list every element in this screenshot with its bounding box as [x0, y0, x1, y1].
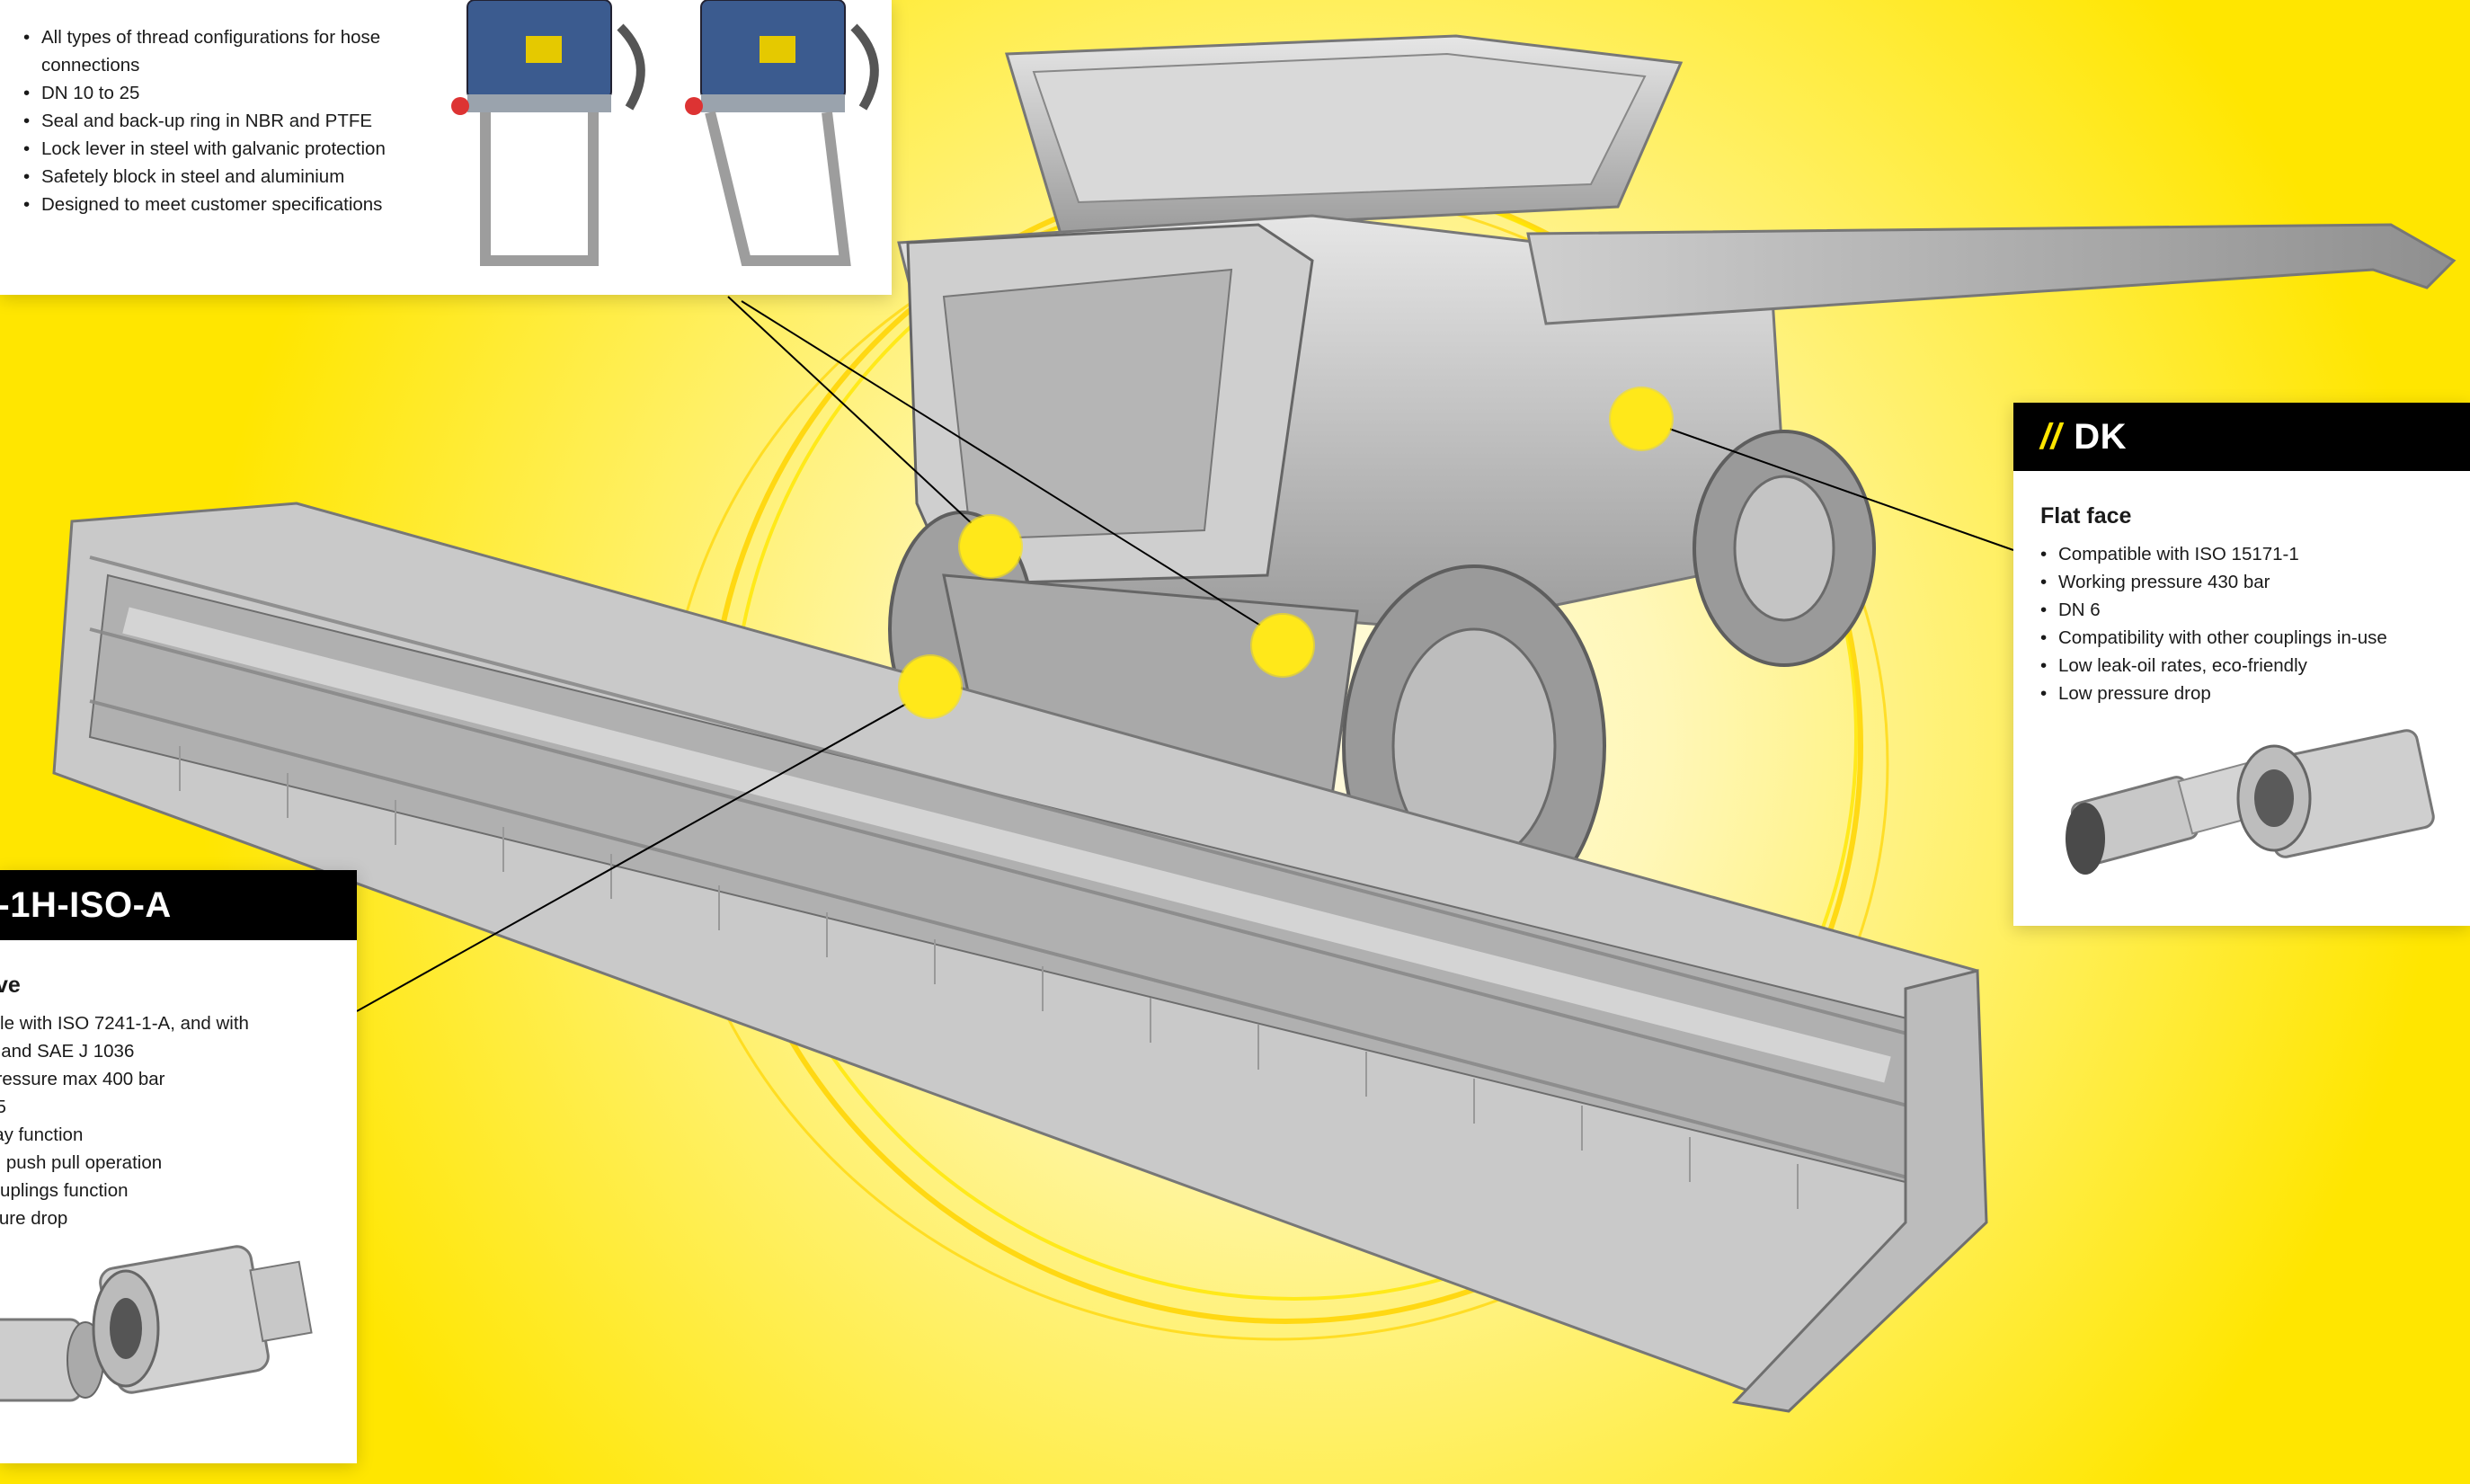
list-item: Designed to meet customer specifications — [23, 191, 410, 218]
card-subtitle: Flat face — [2040, 503, 2132, 529]
push-pull-coupling-image — [0, 1245, 313, 1402]
list-item: atible with ISO 7241-1-A, and with — [0, 1009, 307, 1037]
card-title: // DK — [2013, 403, 2470, 471]
list-item: Seal and back-up ring in NBR and PTFE — [23, 107, 410, 135]
coupling-block-image — [451, 0, 879, 266]
callout-card-k-1h-iso-a: K-1H-ISO-A t valve atible with ISO 7241-… — [0, 870, 357, 1463]
card-body: All types of thread configurations for h… — [23, 13, 410, 218]
card-body: Flat face Compatible with ISO 15171-1 Wo… — [2013, 471, 2470, 707]
list-item: Compatibility with other couplings in-us… — [2040, 624, 2443, 652]
list-item: Low pressure drop — [2040, 680, 2443, 707]
list-item: DN 6 — [2040, 596, 2443, 624]
feature-list: All types of thread configurations for h… — [23, 23, 410, 218]
callout-card-multicoupling: All types of thread configurations for h… — [0, 0, 892, 295]
hotspot-valve-block-2[interactable] — [1252, 615, 1313, 676]
list-item: All types of thread configurations for h… — [23, 23, 410, 79]
hotspot-k-1h-iso-a[interactable] — [900, 656, 961, 717]
list-item: f couplings function — [0, 1177, 307, 1204]
title-text: K-1H-ISO-A — [0, 884, 172, 925]
title-text: DK — [2074, 416, 2128, 457]
title-slash: // — [2040, 416, 2062, 457]
list-item: and push pull operation — [0, 1149, 307, 1177]
callout-card-dk: // DK Flat face Compatible with ISO 1517… — [2013, 403, 2470, 926]
list-item: 75, and SAE J 1036 — [0, 1037, 307, 1065]
hotspot-valve-block[interactable] — [960, 516, 1021, 577]
card-title: K-1H-ISO-A — [0, 870, 357, 940]
list-item: away function — [0, 1121, 307, 1149]
list-item: Working pressure 430 bar — [2040, 568, 2443, 596]
hotspot-dk[interactable] — [1611, 388, 1672, 449]
card-body: t valve atible with ISO 7241-1-A, and wi… — [0, 940, 307, 1232]
feature-list: atible with ISO 7241-1-A, and with 75, a… — [0, 1009, 307, 1232]
list-item: g pressure max 400 bar — [0, 1065, 307, 1093]
feature-list: Compatible with ISO 15171-1 Working pres… — [2040, 540, 2443, 707]
card-subtitle: t valve — [0, 973, 21, 998]
flat-face-coupling-image — [2066, 729, 2435, 875]
list-item: Low leak-oil rates, eco-friendly — [2040, 652, 2443, 680]
list-item: essure drop — [0, 1204, 307, 1232]
list-item: Lock lever in steel with galvanic protec… — [23, 135, 410, 163]
list-item: Safetely block in steel and aluminium — [23, 163, 410, 191]
list-item: Compatible with ISO 15171-1 — [2040, 540, 2443, 568]
list-item: o 25 — [0, 1093, 307, 1121]
list-item: DN 10 to 25 — [23, 79, 410, 107]
